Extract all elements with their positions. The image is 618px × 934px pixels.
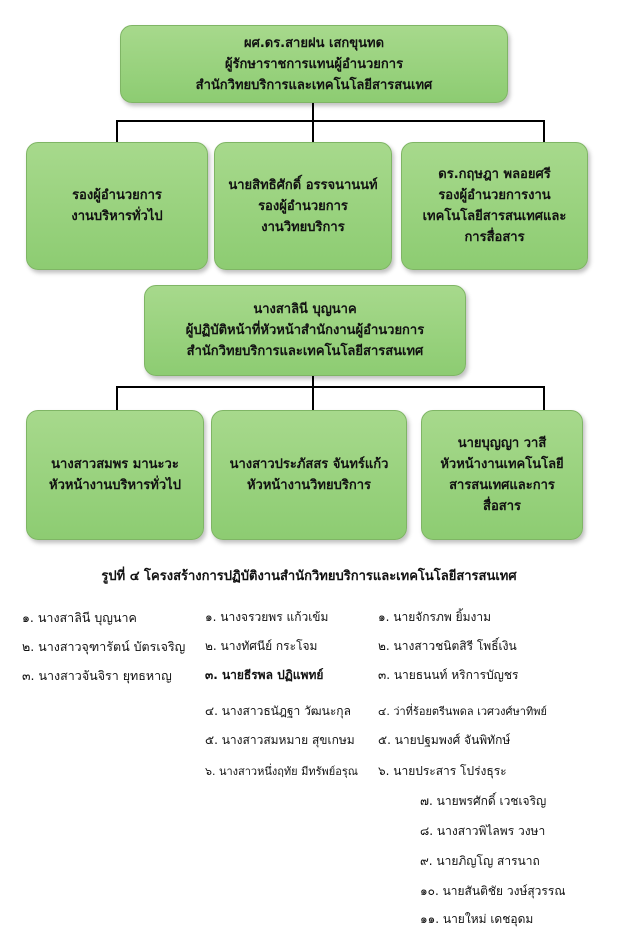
connector-mid-vertical (312, 376, 314, 387)
connector-top-vertical (312, 103, 314, 121)
head-admin-line: นางสาวสมพร มานะวะ (51, 457, 179, 472)
staff-item: ๒. นางสาวชนิตสิรี โพธิ์เงิน (378, 639, 517, 653)
staff-item: ๖. นายประสาร โปร่งธุระ (378, 764, 507, 778)
staff-item: ๒. นางทัศนีย์ กระโจม (205, 639, 318, 653)
head-box-admin: นางสาวสมพร มานะวะ หัวหน้างานบริหารทั่วไป (26, 410, 204, 540)
deputy-it-line: การสื่อสาร (464, 230, 525, 245)
staff-item: ๓. นายธีรพล ปฏิแพทย์ (205, 668, 324, 682)
deputy-box-admin: รองผู้อำนวยการ งานบริหารทั่วไป (26, 142, 208, 270)
deputy-library-line: งานวิทยบริการ (261, 219, 345, 235)
connector-mid-horizontal (116, 386, 545, 388)
deputy-admin-line: งานบริหารทั่วไป (71, 209, 163, 224)
head-it-line: สารสนเทศและการ (449, 478, 555, 493)
staff-item: ๗. นายพรศักดิ์ เวชเจริญ (420, 794, 547, 808)
deputy-it-line: รองผู้อำนวยการงาน (438, 188, 551, 203)
head-it-line: หัวหน้างานเทคโนโลยี (440, 457, 564, 472)
staff-item: ๘. นางสาวพิไลพร วงษา (420, 824, 546, 838)
staff-item: ๕. นางสาวสมหมาย สุขเกษม (205, 733, 355, 747)
staff-item: ๒. นางสาวจุฑารัตน์ บัตรเจริญ (22, 639, 186, 654)
acting-head-box: นางสาลินี บุญนาค ผู้ปฏิบัติหน้าที่หัวหน้… (144, 285, 466, 376)
connector-mid-drop-left (116, 386, 118, 410)
connector-top-drop-left (116, 120, 118, 142)
deputy-it-line: เทคโนโลยีสารสนเทศและ (422, 209, 567, 224)
acting-head-office: สำนักวิทยบริการและเทคโนโลยีสารสนเทศ (186, 344, 424, 359)
deputy-library-line: นายสิทธิศักดิ์ อรรจนานนท์ (228, 177, 378, 193)
head-box-it: นายบุญญา วาสี หัวหน้างานเทคโนโลยี สารสนเ… (421, 410, 583, 540)
deputy-library-line: รองผู้อำนวยการ (258, 198, 348, 214)
director-name: ผศ.ดร.สายฝน เสกขุนทด (243, 35, 385, 51)
figure-caption: รูปที่ ๔ โครงสร้างการปฏิบัติงานสำนักวิทย… (101, 569, 517, 584)
staff-item: ๑๑. นายใหม่ เดชอุดม (420, 912, 534, 926)
head-library-line: นางสาวประภัสสร จันทร์แก้ว (229, 457, 389, 472)
head-box-library: นางสาวประภัสสร จันทร์แก้ว หัวหน้างานวิทย… (211, 410, 407, 540)
staff-item: ๓. นางสาวจันจิรา ยุทธหาญ (22, 668, 172, 683)
staff-item: ๖. นางสาวหนึ่งฤทัย มีทรัพย์อรุณ (205, 765, 358, 778)
connector-top-drop-mid (312, 120, 314, 142)
staff-item: ๑. นางจรวยพร แก้วเข้ม (205, 610, 329, 624)
deputy-it-line: ดร.กฤษฎา พลอยศรี (438, 167, 551, 182)
staff-item: ๓. นายธนนท์ หริการบัญชร (378, 668, 519, 682)
director-box: ผศ.ดร.สายฝน เสกขุนทด ผู้รักษาราชการแทนผู… (120, 25, 508, 103)
head-library-line: หัวหน้างานวิทยบริการ (246, 478, 372, 493)
connector-top-horizontal (116, 120, 545, 122)
connector-mid-drop-right (543, 386, 545, 410)
connector-mid-drop-mid (312, 386, 314, 410)
head-admin-line: หัวหน้างานบริหารทั่วไป (49, 478, 181, 493)
staff-item: ๔. นางสาวธนัฎฐา วัฒนะกุล (205, 704, 351, 718)
staff-item: ๑. นายจักรภพ ยิ้มงาม (378, 610, 492, 624)
head-it-line: สื่อสาร (483, 499, 521, 514)
staff-item: ๑. นางสาลินี บุญนาค (22, 610, 137, 625)
deputy-admin-line: รองผู้อำนวยการ (72, 188, 162, 203)
acting-head-name: นางสาลินี บุญนาค (253, 302, 357, 317)
staff-item: ๙. นายภิญโญ สารนาถ (420, 854, 540, 868)
head-it-line: นายบุญญา วาสี (457, 436, 547, 451)
acting-head-title: ผู้ปฏิบัติหน้าที่หัวหน้าสำนักงานผู้อำนวย… (185, 323, 425, 338)
director-title: ผู้รักษาราชการแทนผู้อำนวยการ (224, 56, 404, 72)
staff-item: ๕. นายปฐมพงศ์ จันพิทักษ์ (378, 733, 511, 747)
staff-item: ๑๐. นายสันติชัย วงษ์สุวรรณ (420, 884, 566, 898)
director-office: สำนักวิทยบริการและเทคโนโลยีสารสนเทศ (195, 77, 433, 93)
connector-top-drop-right (543, 120, 545, 142)
deputy-box-library: นายสิทธิศักดิ์ อรรจนานนท์ รองผู้อำนวยการ… (214, 142, 392, 270)
staff-item: ๔. ว่าที่ร้อยตรีนพดล เวศวงศ์ษาทิพย์ (378, 705, 547, 718)
deputy-box-it: ดร.กฤษฎา พลอยศรี รองผู้อำนวยการงาน เทคโน… (401, 142, 588, 270)
